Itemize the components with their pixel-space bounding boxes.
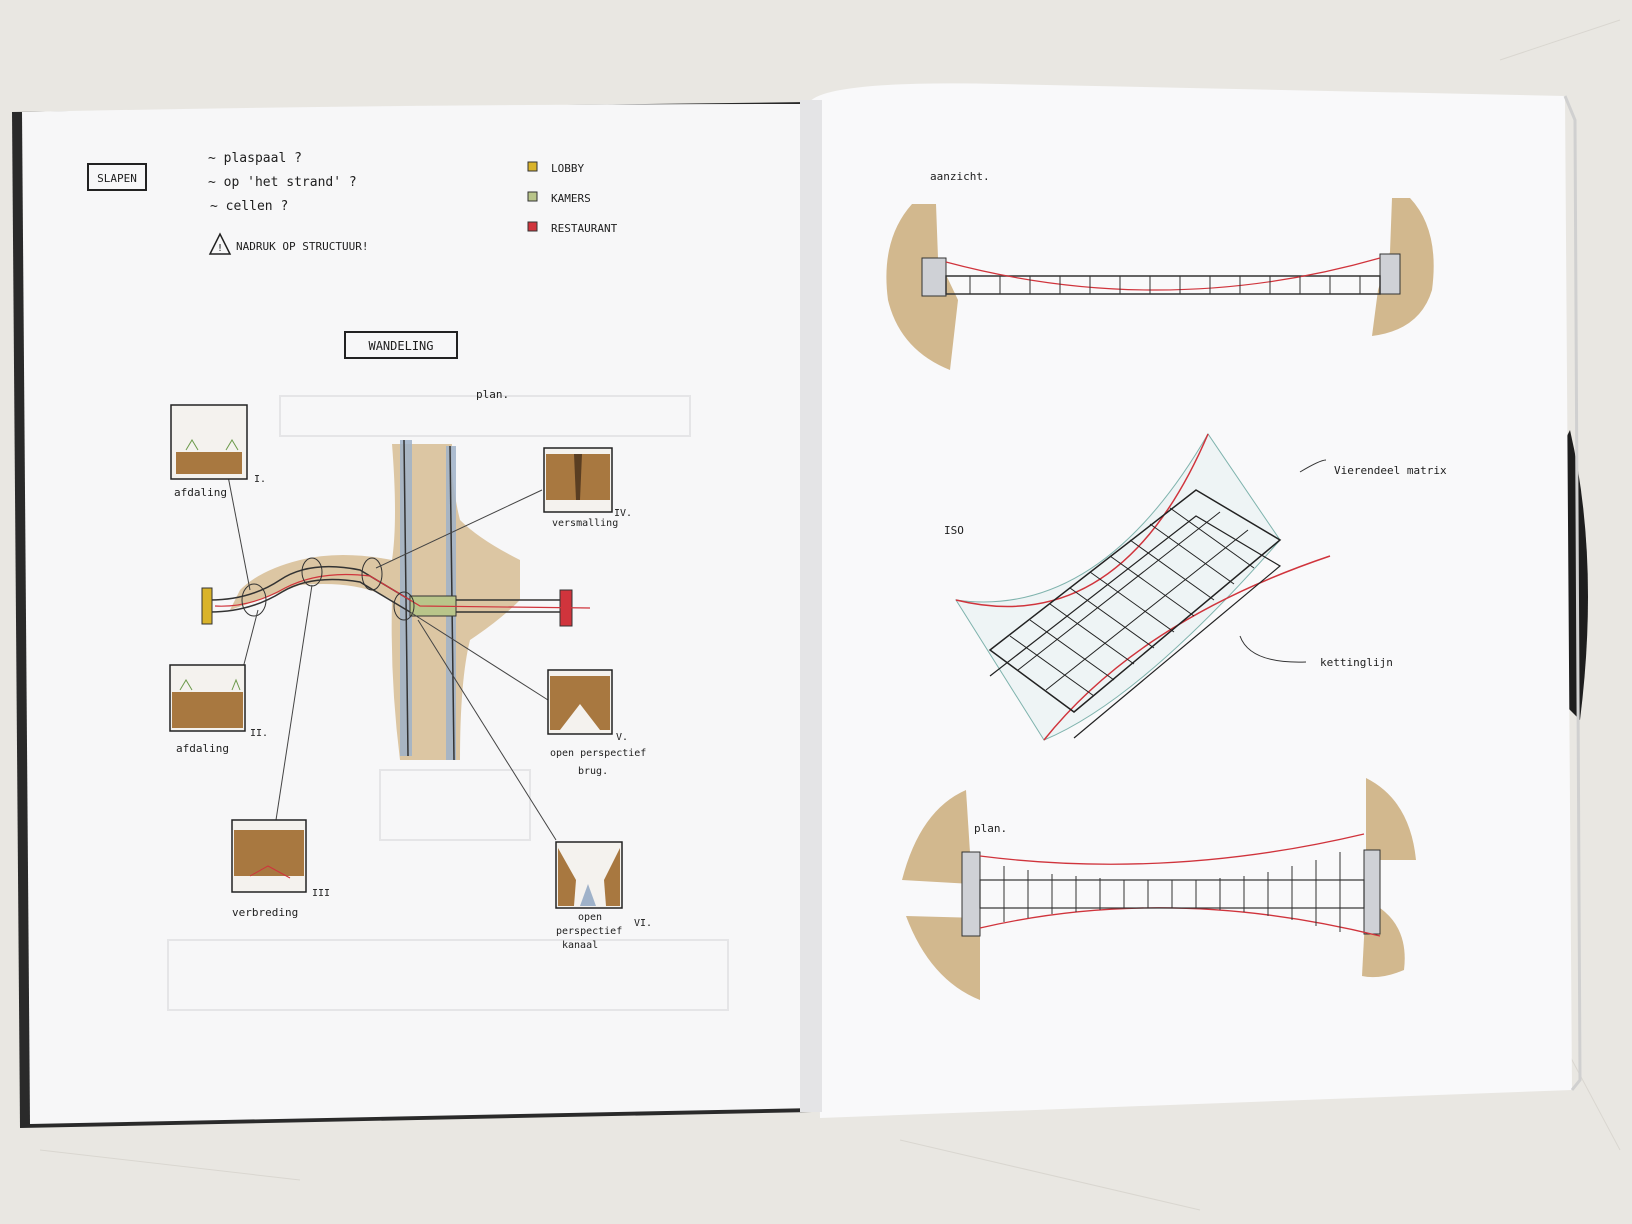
notes-list: ~ plaspaal ? ~ op 'het strand' ? ~ celle… <box>208 151 357 214</box>
wandeling-label-box: WANDELING <box>344 331 458 359</box>
leader-lines <box>227 475 557 841</box>
legend-swatch-restaurant <box>527 221 538 232</box>
iso-label: ISO <box>944 524 964 537</box>
legend: LOBBY KAMERS RESTAURANT <box>527 161 618 235</box>
warning-text: NADRUK OP STRUCTUUR! <box>236 240 368 253</box>
thumbnail-2: afdaling II. <box>169 664 268 755</box>
thumbnail-4: versmalling IV. <box>543 447 632 529</box>
thumbnail-5: open perspectief brug. V. <box>547 669 646 777</box>
legend-label-restaurant: RESTAURANT <box>551 222 618 235</box>
thumbnail-6: open perspectief kanaal VI. <box>555 841 652 951</box>
thumbnail-6-caption-line-2: perspectief <box>556 926 622 937</box>
plan-label-left: plan. <box>476 388 509 401</box>
slapen-label-box: SLAPEN <box>87 163 147 191</box>
warning-note: ! NADRUK OP STRUCTUUR! <box>208 232 368 255</box>
thumbnail-3-numeral: III <box>312 888 330 899</box>
legend-label-kamers: KAMERS <box>551 192 591 205</box>
warning-icon <box>208 232 232 255</box>
thumbnail-3-caption: verbreding <box>232 906 298 919</box>
legend-label-lobby: LOBBY <box>551 162 584 175</box>
thumbnail-6-caption-line-1: open <box>578 912 602 923</box>
thumbnail-1-caption: afdaling <box>174 486 227 499</box>
thumbnail-5-caption-line-2: brug. <box>578 766 608 777</box>
walkway-plan-drawing <box>201 439 591 761</box>
aanzicht-label: aanzicht. <box>930 170 990 183</box>
bridge-iso-drawing <box>955 433 1331 741</box>
note-2: ~ op 'het strand' ? <box>208 175 357 190</box>
thumbnail-1-numeral: I. <box>254 474 266 485</box>
thumbnail-6-caption-line-3: kanaal <box>562 940 598 951</box>
svg-text:!: ! <box>217 243 223 254</box>
plan-label-right: plan. <box>974 822 1007 835</box>
legend-swatch-lobby <box>527 161 538 172</box>
thumbnail-2-numeral: II. <box>250 728 268 739</box>
thumbnail-4-caption: versmalling <box>552 518 618 529</box>
thumbnail-3: verbreding III <box>231 819 330 919</box>
bridge-elevation-drawing <box>886 198 1434 370</box>
legend-swatch-kamers <box>527 191 538 202</box>
svg-text:SLAPEN: SLAPEN <box>97 172 137 185</box>
thumbnail-5-numeral: V. <box>616 732 628 743</box>
vierendeel-label: Vierendeel matrix <box>1334 464 1447 477</box>
thumbnail-2-caption: afdaling <box>176 742 229 755</box>
thumbnail-5-caption-line-1: open perspectief <box>550 748 646 759</box>
note-1: ~ plaspaal ? <box>208 151 302 166</box>
thumbnail-6-numeral: VI. <box>634 918 652 929</box>
bridge-plan-drawing <box>902 778 1416 1000</box>
thumbnail-1: afdaling I. <box>170 404 266 499</box>
thumbnail-4-numeral: IV. <box>614 508 632 519</box>
kettinglijn-label: kettinglijn <box>1320 656 1393 669</box>
svg-text:WANDELING: WANDELING <box>368 339 433 353</box>
note-3: ~ cellen ? <box>210 199 288 214</box>
